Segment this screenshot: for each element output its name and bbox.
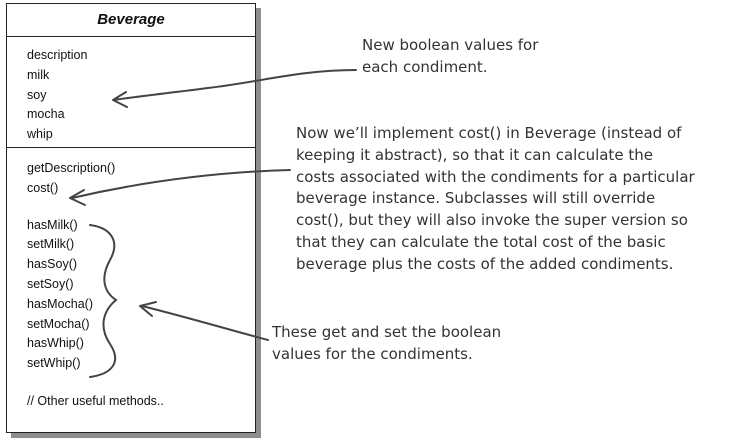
field-milk: milk [27,67,50,82]
note-line: that they can calculate the total cost o… [296,232,666,251]
class-name: Beverage [7,4,255,37]
method-get-description: getDescription() [27,161,116,175]
method-has-soy: hasSoy() [27,257,78,272]
field-mocha: mocha [27,107,65,122]
arrowhead-accessors [139,301,157,317]
note-line: Now we’ll implement cost() in Beverage (… [296,124,682,142]
arrowhead-cost [69,189,86,206]
note-boolean-values: New boolean values for each condiment. [362,35,538,79]
method-has-whip: hasWhip() [27,336,84,351]
field-description: description [27,48,88,62]
note-line: costs associated with the condiments for… [296,167,695,186]
note-cost-implementation: Now we’ll implement cost() in Beverage (… [296,123,695,276]
arrow-to-fields [113,69,357,101]
note-line: beverage plus the costs of the added con… [296,254,674,273]
accessor-brace [89,224,118,378]
note-line: values for the condiments. [272,344,473,363]
field-whip: whip [27,127,53,142]
arrow-to-accessors [141,305,269,341]
note-line: New boolean values for [362,36,539,54]
method-set-mocha: setMocha() [27,316,90,331]
methods-footer-comment: // Other useful methods.. [27,393,164,408]
method-cost: cost() [27,180,59,195]
arrowhead-fields [112,91,128,108]
method-has-mocha: hasMocha() [27,296,93,311]
arrow-to-cost [71,169,291,199]
note-line: cost(), but they will also invoke the su… [296,211,688,230]
note-line: each condiment. [362,57,488,76]
methods-compartment: getDescription() cost() hasMilk() setMil… [7,148,255,412]
field-soy: soy [27,87,47,102]
fields-compartment: description milk soy mocha whip [7,37,255,148]
note-getters-setters: These get and set the boolean values for… [272,322,501,366]
method-set-whip: setWhip() [27,356,81,371]
beverage-class-box: Beverage description milk soy mocha whip… [6,3,256,433]
method-set-milk: setMilk() [27,237,75,252]
note-line: beverage instance. Subclasses will still… [296,189,656,208]
note-line: These get and set the boolean [272,323,502,341]
method-has-milk: hasMilk() [27,217,78,232]
note-line: keeping it abstract), so that it can cal… [296,145,653,164]
method-set-soy: setSoy() [27,276,74,291]
